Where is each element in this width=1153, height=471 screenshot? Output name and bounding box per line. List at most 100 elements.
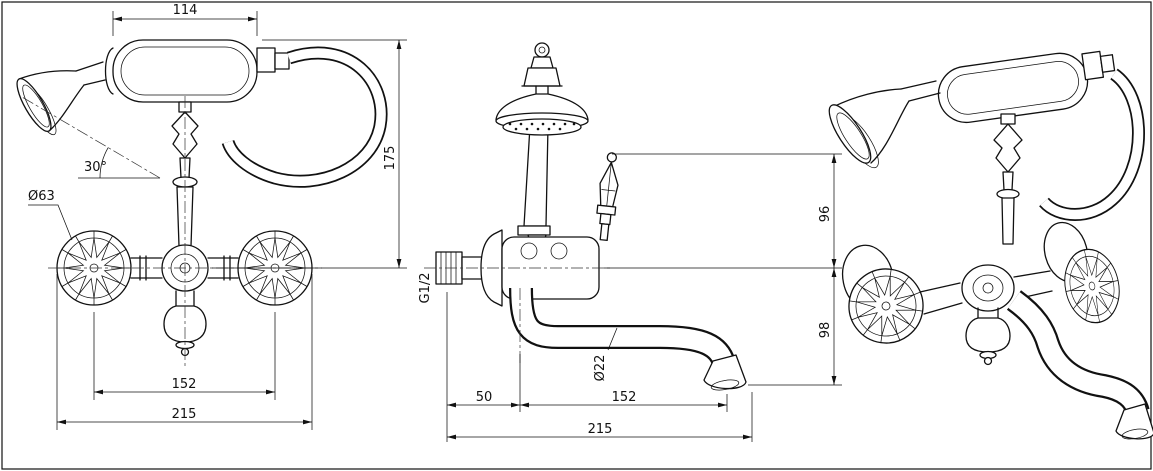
body-hub [961,264,1015,312]
extension-lines [112,11,258,36]
hose [221,46,388,188]
hub-center [982,282,994,294]
hose-nut-collar [1099,54,1116,73]
diverter-body [965,317,1011,353]
dim-spout-reach: 152 [520,390,728,412]
shower-head [495,85,589,136]
handle-collar [517,225,551,236]
dim-cradle-width: 114 [112,3,258,36]
thread-label: G1/2 [418,273,433,304]
dim-handle-diameter: Ø63 [28,189,73,241]
diverter-stem [977,307,999,319]
left-arm [130,255,163,281]
spire-base [599,212,612,226]
crystal-spire-handle [596,152,619,242]
side-view: G1/2 Ø22 96 98 50 152 215 [418,42,842,442]
spray-face [502,118,582,136]
dim-upper-height: 96 [604,153,842,269]
body-cap-right [550,242,568,260]
cradle-inner-line [947,61,1079,115]
shower-axis-centerline [21,96,161,179]
spray-nozzle-dots [508,122,576,131]
extension-lines [212,39,407,269]
dim-label-98: 98 [818,322,833,339]
body-cap-left [520,242,538,260]
dim-wall-offset: 50 [446,292,521,442]
head-neck [900,80,941,102]
dim-spout-diameter: Ø22 [593,327,618,382]
hose [1039,68,1145,221]
diverter-bell [965,307,1011,366]
head-face [828,104,872,164]
head-bell-lower [48,84,85,132]
spire-facets [601,162,616,207]
bracket-ball-inner [538,46,546,54]
hose-nut-collar [274,52,290,70]
head-bell-lower [870,100,910,164]
spout-fill [1008,292,1148,416]
spire-stem [599,223,610,242]
angle-label: 30° [84,160,107,175]
bracket-flare [523,67,561,87]
thread-label-group: G1/2 [418,273,433,304]
spindle-collar [996,188,1020,200]
spout-fill [511,287,734,367]
cradle [937,50,1116,124]
head-face-inner [836,112,870,160]
head-bell-upper [18,70,77,80]
angle-annotation: 30° [21,96,161,179]
head-neck [75,61,106,86]
extension-lines [56,274,313,430]
spindle-neck [1002,171,1014,191]
tub-spout [509,287,747,391]
spout-outlet-flare [1115,403,1153,440]
diverter-stem [175,290,195,307]
dim-label-215: 215 [588,422,613,437]
spout-outlet-rim [710,379,740,391]
handshower-head [828,80,941,169]
perspective-view [828,50,1153,440]
front-view: 30° 114 175 Ø63 152 215 [16,3,407,430]
cradle [104,39,290,103]
shower-bracket [521,42,563,87]
dim-label-215: 215 [172,407,197,422]
dim-label-d22: Ø22 [593,355,608,382]
dim-label-96: 96 [818,206,833,223]
angle-arc [99,147,109,179]
cradle-inner-line [120,46,250,96]
head-bell-upper [832,88,902,108]
hub-outer [961,264,1015,312]
dim-label-175: 175 [383,146,398,171]
leader-line [28,204,73,241]
cradle-left-cap [104,47,114,95]
hub-mid [972,274,1004,302]
head-neck [535,85,549,95]
extension-lines [446,292,521,442]
tub-spout [1006,290,1153,440]
bracket-neck [530,56,554,69]
dim-height: 175 [212,39,407,269]
head-face-inner [22,84,50,128]
right-arm [207,255,239,281]
dim-total-width: 215 [56,274,313,430]
hose-fill [1040,70,1144,220]
spindle-column [993,113,1023,245]
spout-outlet-rim [1121,428,1149,440]
hose-fill [223,48,386,186]
hose-nut [1081,50,1105,81]
valve-arms [130,255,239,281]
dim-label-152: 152 [612,390,637,405]
dim-label-50: 50 [476,390,493,405]
handshower-head [16,61,106,136]
dim-label-d63: Ø63 [28,189,55,204]
leader-line [607,327,618,351]
extension-lines [604,153,842,269]
left-arm [919,282,963,315]
dim-handle-spacing: 152 [93,312,276,400]
head-face [16,77,52,133]
hose-nut [256,47,276,73]
spindle-base [1000,113,1016,125]
extension-lines [93,312,276,400]
